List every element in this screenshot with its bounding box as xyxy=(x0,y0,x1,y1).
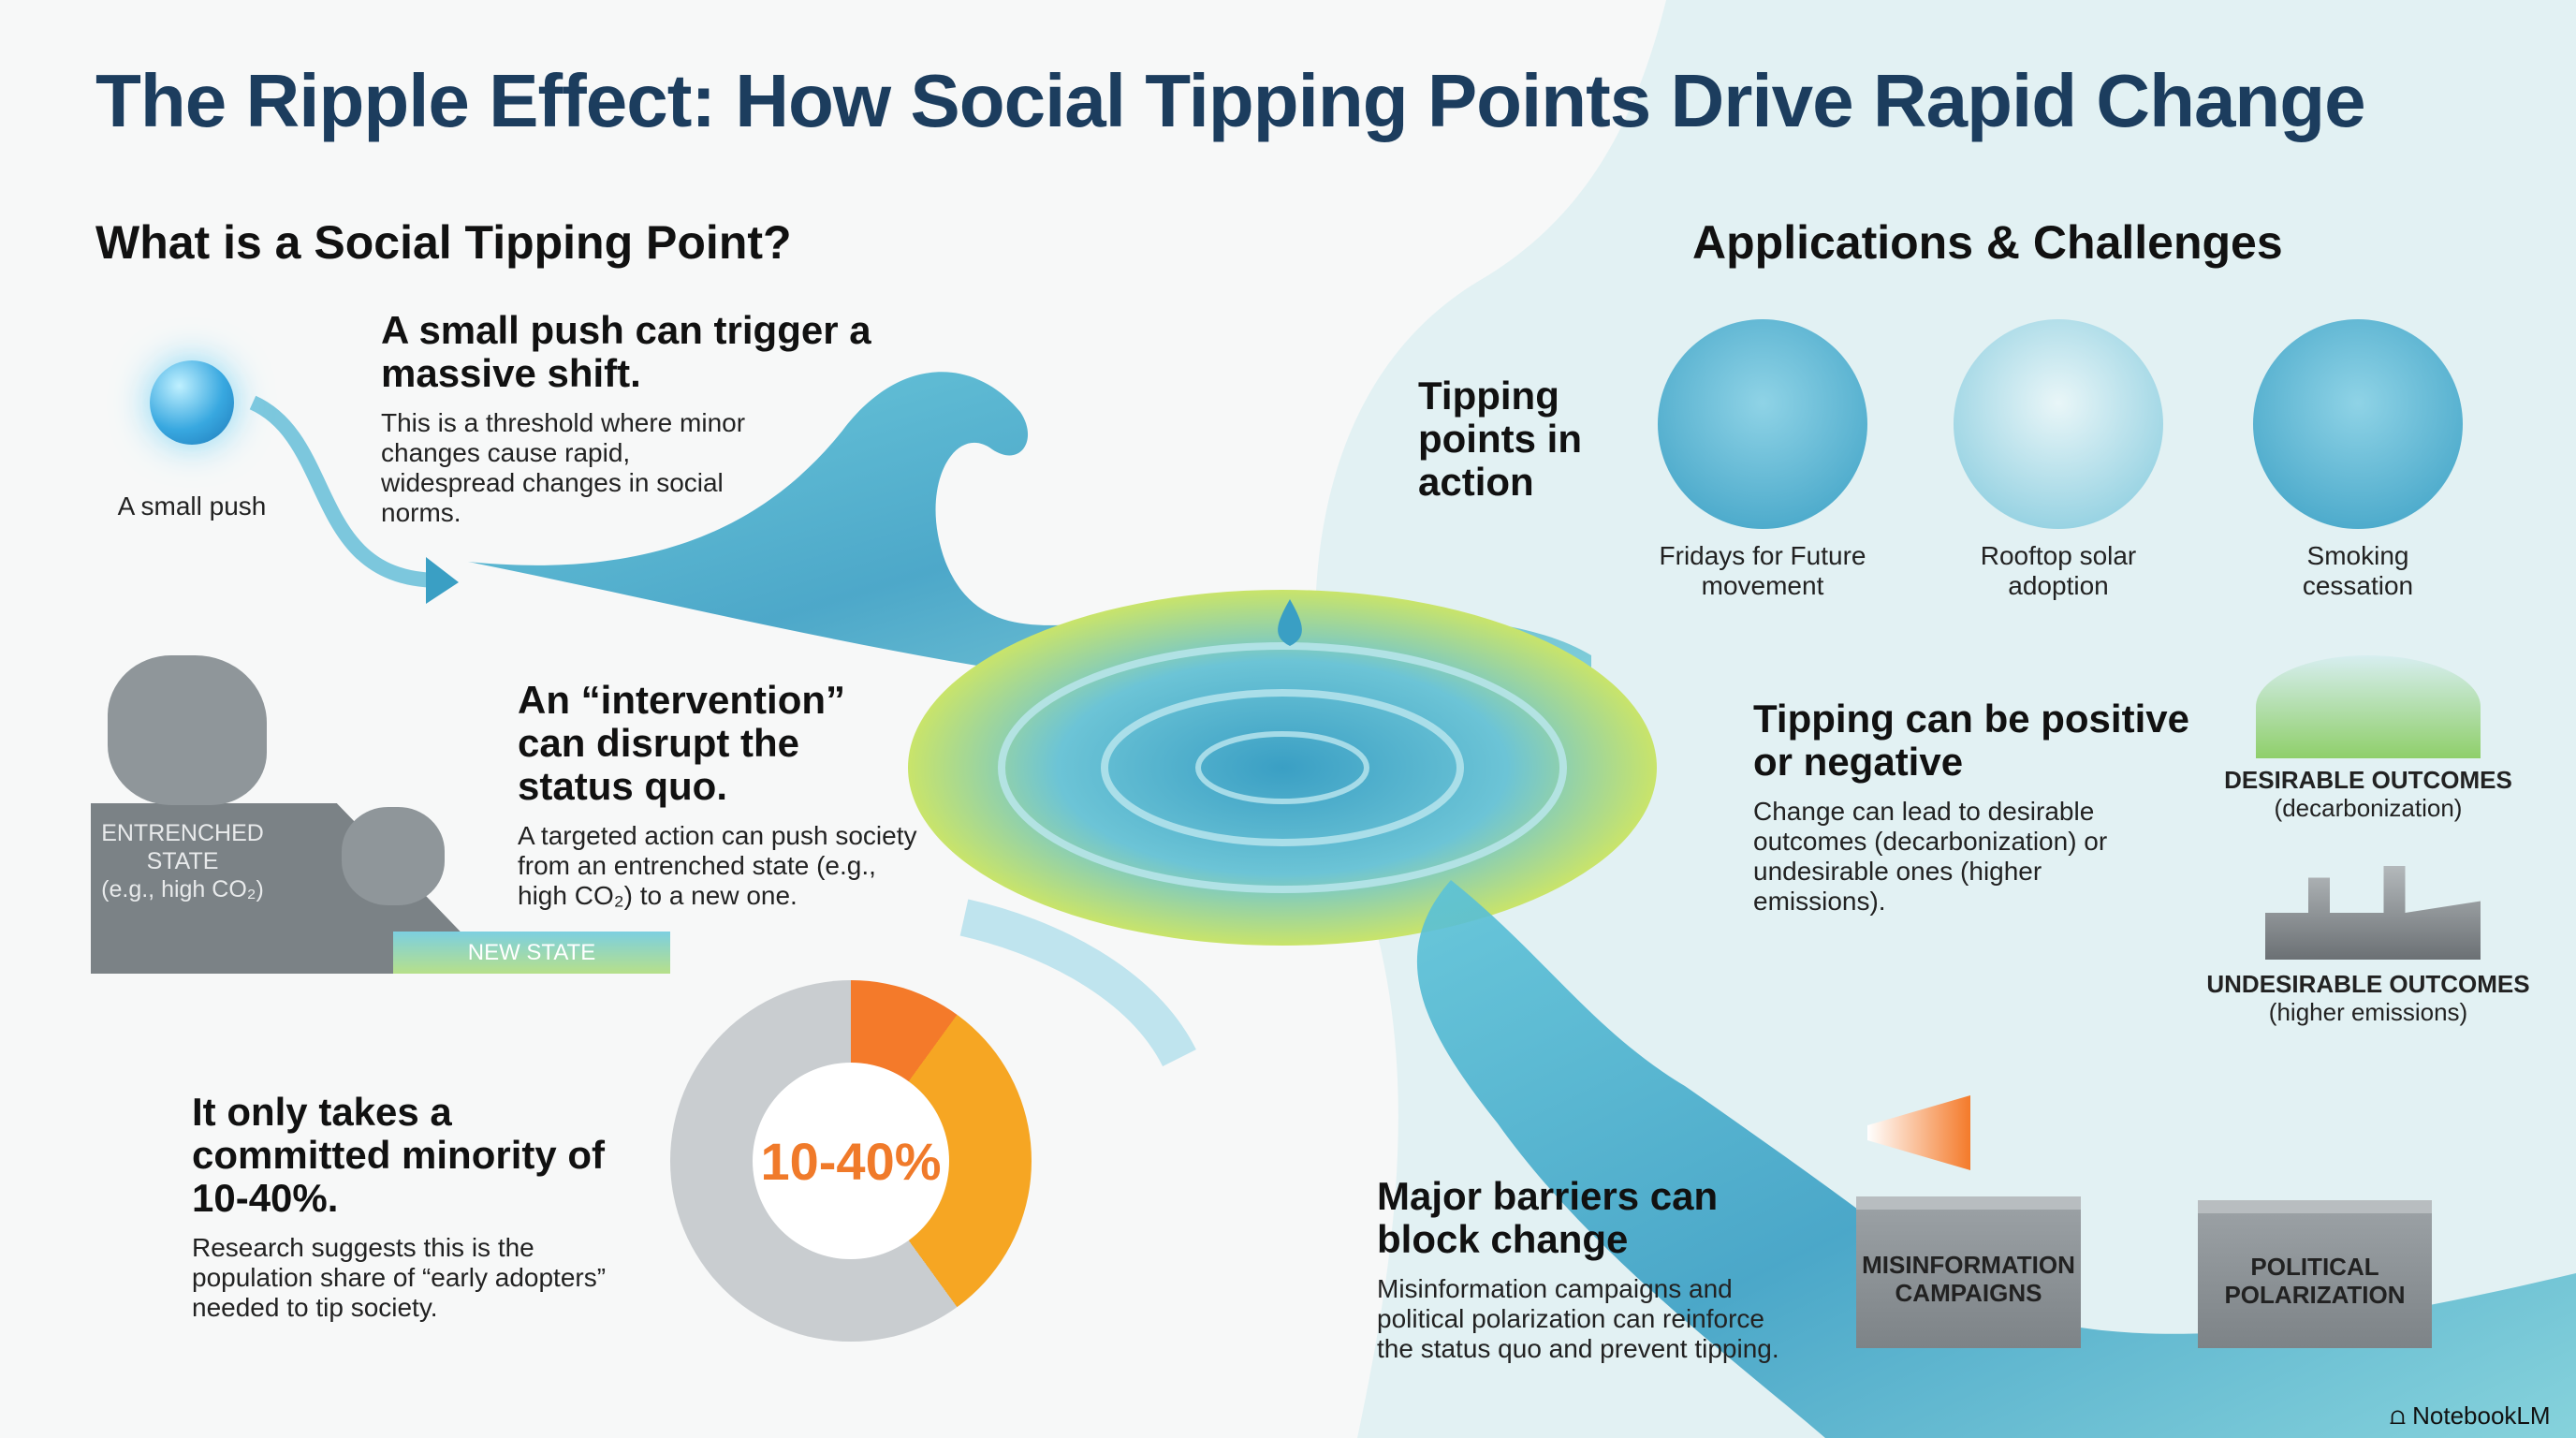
new-state-bar: NEW STATE xyxy=(393,932,670,974)
entrenched-label-line: (e.g., high CO₂) xyxy=(101,876,264,902)
push-heading: A small push can trigger a massive shift… xyxy=(381,308,871,395)
small-push-arrow xyxy=(249,395,441,588)
small-push-label: A small push xyxy=(117,492,267,521)
solar-house-icon xyxy=(1954,319,2163,529)
posneg-text-block: Tipping can be positive or negative Chan… xyxy=(1753,697,2193,917)
undesirable-outcomes-caption: UNDESIRABLE OUTCOMES(higher emissions) xyxy=(2190,970,2546,1026)
river-stream xyxy=(1416,880,2576,1438)
water-drop-icon xyxy=(1278,599,1302,646)
intervention-body: A targeted action can push society from … xyxy=(518,821,917,910)
in-action-heading: Tipping points in action xyxy=(1418,374,1582,504)
minority-heading: It only takes a committed minority of 10… xyxy=(192,1090,606,1220)
desirable-sub: (decarbonization) xyxy=(2274,794,2463,822)
posneg-heading: Tipping can be positive or negative xyxy=(1753,697,2189,784)
example-label-smoking: Smoking cessation xyxy=(2302,541,2414,600)
donut-percent-label: 10-40% xyxy=(760,1131,942,1191)
barriers-body: Misinformation campaigns and political p… xyxy=(1377,1274,1779,1363)
broken-cigarette-icon xyxy=(2253,319,2463,529)
section-heading-applications: Applications & Challenges xyxy=(1692,216,2283,269)
small-push-orb-icon xyxy=(150,360,234,445)
falling-boulder-icon xyxy=(342,807,445,905)
misinformation-barrier-block: MISINFORMATION CAMPAIGNS xyxy=(1856,1196,2081,1348)
example-label-solar: Rooftop solar adoption xyxy=(1980,541,2137,600)
entrenched-state-label: ENTRENCHED STATE (e.g., high CO₂) xyxy=(94,819,271,903)
in-action-text-block: Tipping points in action xyxy=(1418,374,1633,504)
desirable-title: DESIRABLE OUTCOMES xyxy=(2224,766,2512,794)
barriers-heading: Major barriers can block change xyxy=(1377,1174,1719,1261)
wind-turbine-ev-icon xyxy=(2256,655,2481,758)
minority-donut-chart: 10-40% xyxy=(670,980,1032,1342)
section-heading-what-is: What is a Social Tipping Point? xyxy=(95,216,792,269)
push-text-block: A small push can trigger a massive shift… xyxy=(381,309,961,528)
example-label-fridays: Fridays for Future movement xyxy=(1659,541,1866,600)
undesirable-title: UNDESIRABLE OUTCOMES xyxy=(2206,970,2530,998)
boulder-icon xyxy=(108,655,267,805)
minority-text-block: It only takes a committed minority of 10… xyxy=(192,1091,660,1323)
posneg-body: Change can lead to desirable outcomes (d… xyxy=(1753,797,2108,916)
intervention-heading: An “intervention” can disrupt the status… xyxy=(518,678,846,808)
entrenched-label-line: STATE xyxy=(146,848,219,874)
protest-icon xyxy=(1658,319,1867,529)
polarization-barrier-block: POLITICAL POLARIZATION xyxy=(2198,1200,2432,1348)
entrenched-label-line: ENTRENCHED xyxy=(101,820,264,846)
undesirable-sub: (higher emissions) xyxy=(2268,998,2468,1026)
donut-center: 10-40% xyxy=(753,1063,949,1259)
minority-body: Research suggests this is the population… xyxy=(192,1233,607,1322)
barriers-text-block: Major barriers can block change Misinfor… xyxy=(1377,1175,1826,1364)
page-title: The Ripple Effect: How Social Tipping Po… xyxy=(95,59,2366,142)
branding-label: NotebookLM xyxy=(2412,1401,2551,1430)
desirable-outcomes-caption: DESIRABLE OUTCOMES(decarbonization) xyxy=(2200,766,2537,822)
barrier-label: POLITICAL POLARIZATION xyxy=(2224,1253,2406,1309)
notebooklm-branding: ⩍ NotebookLM xyxy=(2390,1401,2551,1431)
barrier-label: MISINFORMATION CAMPAIGNS xyxy=(1862,1251,2075,1307)
intervention-text-block: An “intervention” can disrupt the status… xyxy=(518,679,929,911)
notebooklm-logo-icon: ⩍ xyxy=(2390,1401,2413,1430)
new-state-label: NEW STATE xyxy=(467,939,596,965)
push-body: This is a threshold where minor changes … xyxy=(381,408,746,527)
